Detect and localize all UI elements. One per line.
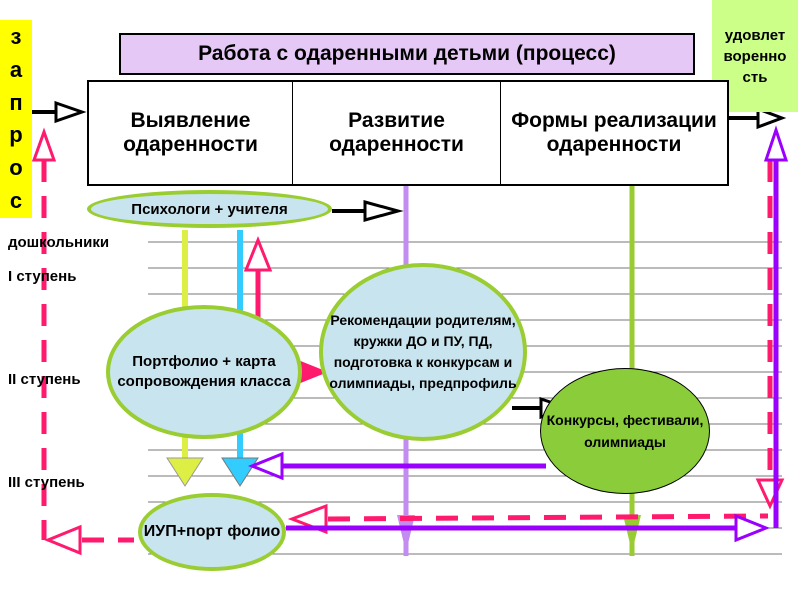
node-psychologists-teachers: Психологи + учителя [87, 190, 332, 228]
level-stage-3: III ступень [8, 474, 85, 491]
arrow-head [623, 515, 641, 552]
arrow-head [166, 457, 204, 487]
arrow-head [397, 515, 415, 552]
request-letter: с [9, 187, 23, 213]
node-iup-portfolio: ИУП+порт фолио [138, 493, 286, 571]
request-letter: з [10, 24, 22, 49]
request-letter: п [9, 89, 23, 115]
arrow-head [363, 200, 404, 222]
phase-realization: Формы реализации одаренности [511, 109, 717, 156]
node-recommendations: Рекомендации родителям, кружки ДО и ПУ, … [319, 263, 527, 441]
arrow-head [31, 127, 57, 162]
arrow-head [44, 524, 82, 556]
arrow-head [221, 457, 259, 487]
arrow-head [298, 360, 328, 384]
request-letter: о [9, 155, 23, 181]
level-stage-2: II ступень [8, 371, 81, 388]
arrow-head [247, 451, 284, 481]
request-vertical-label: з а п р о с [0, 20, 32, 218]
phase-identification: Выявление одаренности [89, 82, 293, 184]
node-contests: Конкурсы, фестивали, олимпиады [540, 368, 710, 494]
phase-development: Развитие одаренности [293, 82, 501, 184]
arrow-head [763, 125, 789, 162]
request-letter: р [9, 122, 23, 148]
arrow-head [243, 235, 273, 272]
purple-arrows [247, 125, 789, 543]
level-preschool: дошкольники [8, 234, 110, 251]
arrow-head [756, 106, 787, 130]
level-stage-1: I ступень [8, 268, 77, 285]
satisfaction-label: удовлетворенность [723, 26, 787, 86]
request-letter: а [9, 56, 23, 82]
diagram-title: Работа с одаренными детьми (процесс) [119, 33, 695, 75]
phase-table: Выявление одаренности Развитие одареннос… [87, 80, 729, 186]
arrow-head [734, 513, 771, 543]
arrow-head [54, 100, 87, 124]
node-portfolio: Портфолио + карта сопровождения класса [106, 305, 302, 439]
